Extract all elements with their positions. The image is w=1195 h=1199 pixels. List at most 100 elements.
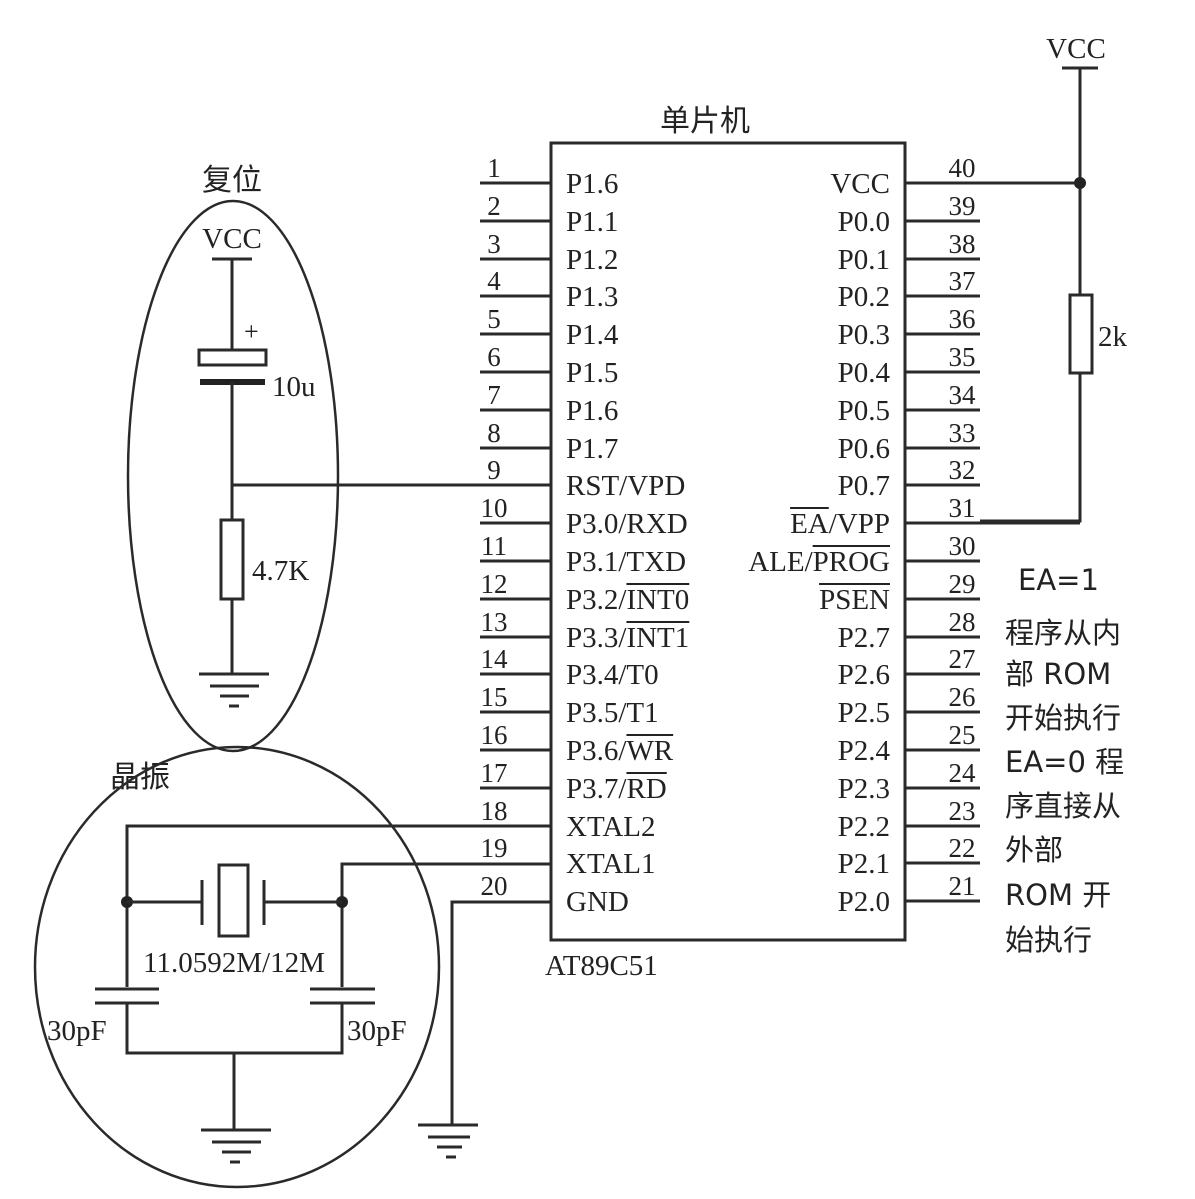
pin-name: P2.0 <box>838 886 890 918</box>
pin-name: P2.2 <box>838 811 890 843</box>
pin-number: 40 <box>949 153 976 183</box>
pin-name: P1.6 <box>566 395 618 427</box>
pin-number: 35 <box>949 342 976 372</box>
pin-name: ALE/PROG <box>748 546 890 578</box>
junction-dot <box>1074 177 1086 189</box>
pin-name-inverted: PSEN <box>819 584 890 616</box>
pin-number: 15 <box>481 682 508 712</box>
pin-name: P1.1 <box>566 206 618 238</box>
pin-name: RST/VPD <box>566 470 685 502</box>
note-line: 始执行 <box>1005 923 1092 957</box>
pin-number: 2 <box>487 191 501 221</box>
pin-name: GND <box>566 886 629 918</box>
pin-name: P1.6 <box>566 168 618 200</box>
pin-number: 22 <box>949 833 976 863</box>
ground-icon <box>418 1123 478 1159</box>
pin-name: P2.5 <box>838 697 890 729</box>
pin-number: 30 <box>949 531 976 561</box>
note-line: 部 ROM <box>1005 657 1111 691</box>
pin-number: 27 <box>949 644 976 674</box>
pin-name-inverted: PROG <box>813 546 890 578</box>
ea-pullup-circuit: VCC 2k <box>980 33 1128 523</box>
pin-name: P2.3 <box>838 773 890 805</box>
chip-body <box>549 141 907 942</box>
pin-name: P0.5 <box>838 395 890 427</box>
pin-name: P0.3 <box>838 319 890 351</box>
pin-number: 24 <box>949 758 977 788</box>
pin-number: 11 <box>481 531 507 561</box>
pin-number: 29 <box>949 569 976 599</box>
pin-name: P0.1 <box>838 244 890 276</box>
pin-number: 9 <box>487 455 501 485</box>
vcc-label-reset: VCC <box>202 223 262 255</box>
pin-name: P3.1/TXD <box>566 546 686 578</box>
pin-name-inverted: WR <box>626 735 673 767</box>
pin-name: P1.4 <box>566 319 619 351</box>
cap-plus-sign: + <box>244 317 259 346</box>
pin-name-inverted: INT0 <box>626 584 689 616</box>
pin-number: 33 <box>949 418 976 448</box>
pin-name: P2.6 <box>838 659 890 691</box>
pin-number: 4 <box>487 266 501 296</box>
crystal-frequency-label: 11.0592M/12M <box>143 947 325 979</box>
pin-name: P0.0 <box>838 206 890 238</box>
pin-name: XTAL1 <box>566 848 656 880</box>
pin-number: 6 <box>487 342 501 372</box>
pin-number: 16 <box>481 720 508 750</box>
gnd-pin-circuit <box>418 900 551 1159</box>
wire-gnd <box>450 900 551 1125</box>
pin-number: 28 <box>949 607 976 637</box>
pin-name: P0.6 <box>838 433 890 465</box>
note-line: EA=1 <box>1018 563 1099 597</box>
pin-number: 19 <box>481 833 508 863</box>
wire <box>980 373 1082 523</box>
pin-name: PSEN <box>819 584 890 616</box>
ground-icon <box>201 1128 271 1164</box>
resistor-4.7k-label: 4.7K <box>252 555 309 587</box>
pin-name: P3.4/T0 <box>566 659 659 691</box>
pin-name: P1.3 <box>566 281 618 313</box>
wire-xtal2 <box>125 824 551 987</box>
cap-right-label: 30pF <box>347 1015 407 1047</box>
pin-number: 32 <box>949 455 976 485</box>
right-pins: 40VCC39P0.038P0.137P0.236P0.335P0.434P0.… <box>748 153 1080 918</box>
note-line: ROM 开 <box>1005 878 1111 912</box>
capacitor-icon <box>95 987 375 1005</box>
pin-name: P2.1 <box>838 848 890 880</box>
pin-name-inverted: EA <box>790 508 829 540</box>
pin-name-inverted: RD <box>626 773 666 805</box>
pin-name: P3.2/INT0 <box>566 584 689 616</box>
pin-number: 12 <box>481 569 508 599</box>
pin-name: EA/VPP <box>790 508 890 540</box>
pin-number: 36 <box>949 304 976 334</box>
pin-name: P1.5 <box>566 357 618 389</box>
pin-name: P0.2 <box>838 281 890 313</box>
pin-name: P0.4 <box>838 357 891 389</box>
wire-xtal1 <box>340 862 551 987</box>
